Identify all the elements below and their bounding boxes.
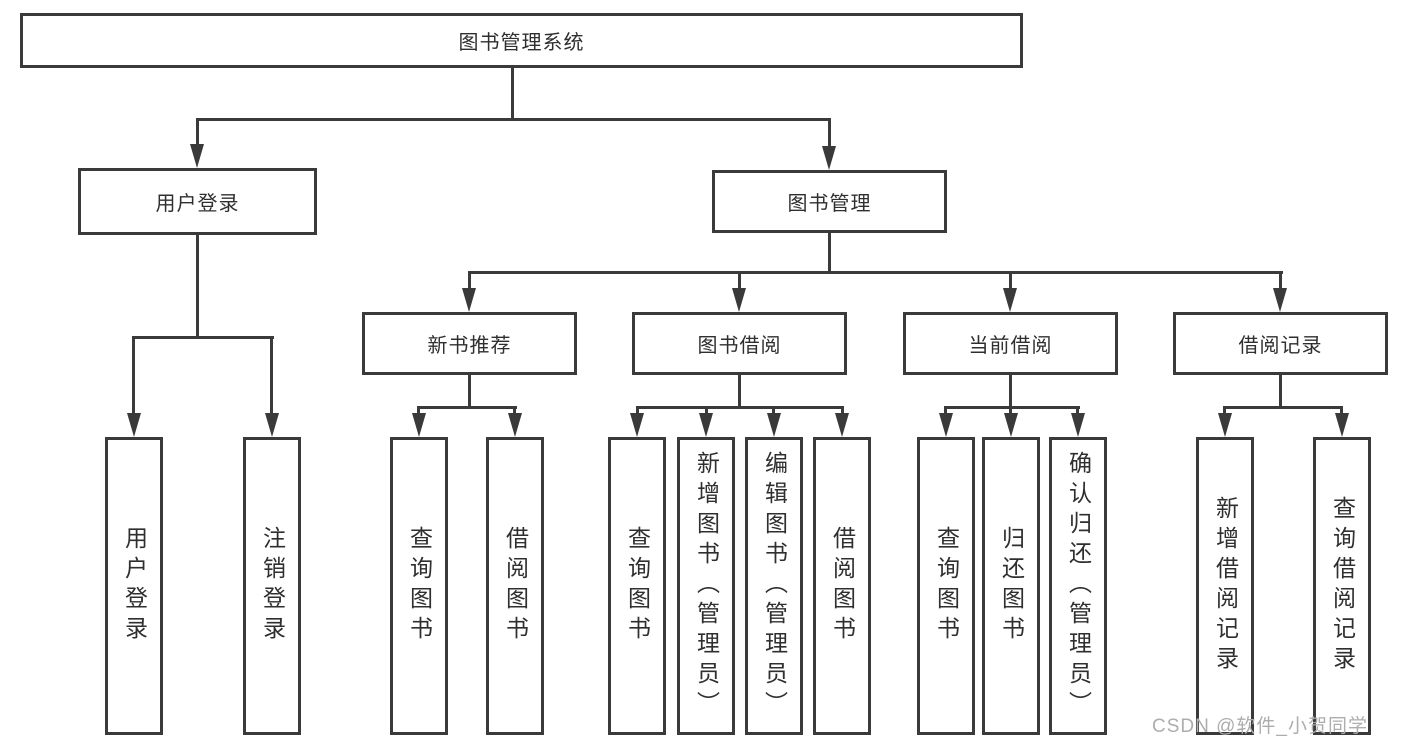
connector-current-hline: [944, 406, 1080, 409]
node-root: 图书管理系统: [20, 13, 1023, 68]
connector-recommend-drop-2: [513, 406, 516, 415]
arrowhead-leaf-add-record: [1218, 413, 1232, 437]
leaf-edit-book-admin: 编辑图书（管理员）: [745, 437, 803, 735]
leaf-add-book-admin: 新增图书（管理员）: [677, 437, 735, 735]
leaf-user-login-label: 用户登录: [121, 526, 148, 646]
leaf-query-book-recommend: 查询图书: [390, 437, 448, 735]
arrowhead-leaf-logout: [265, 413, 279, 437]
leaf-add-book-admin-label: 新增图书（管理员）: [693, 451, 720, 721]
leaf-return-book: 归还图书: [982, 437, 1040, 735]
connector-record-stem: [1279, 375, 1282, 409]
arrowhead-leaf-confirm-return: [1071, 413, 1085, 437]
connector-root-drop-left: [196, 118, 199, 146]
node-book-management: 图书管理: [712, 170, 947, 233]
connector-borrow-drop-3: [772, 406, 775, 415]
connector-login-drop-2: [270, 336, 273, 415]
node-book-borrow: 图书借阅: [632, 312, 847, 375]
leaf-query-book-borrow: 查询图书: [608, 437, 666, 735]
arrowhead-book-borrow: [732, 288, 746, 312]
leaf-add-borrow-record: 新增借阅记录: [1196, 437, 1254, 735]
node-book-management-label: 图书管理: [787, 193, 872, 215]
connector-mgmt-hline: [468, 271, 1283, 274]
leaf-borrow-book-label: 借阅图书: [829, 526, 856, 646]
leaf-user-login: 用户登录: [105, 437, 163, 735]
connector-borrow-stem: [738, 375, 741, 409]
node-borrow-record: 借阅记录: [1173, 312, 1388, 375]
node-new-book-recommend: 新书推荐: [362, 312, 577, 375]
connector-current-drop-1: [944, 406, 947, 415]
connector-mgmt-drop-2: [738, 271, 741, 290]
leaf-borrow-book-recommend: 借阅图书: [486, 437, 544, 735]
leaf-borrow-book-recommend-label: 借阅图书: [502, 526, 529, 646]
connector-record-hline: [1223, 406, 1343, 409]
connector-root-drop-right: [828, 118, 831, 148]
leaf-query-book-current-label: 查询图书: [933, 526, 960, 646]
node-user-login: 用户登录: [78, 168, 317, 235]
node-new-book-recommend-label: 新书推荐: [427, 335, 512, 357]
leaf-query-book-current: 查询图书: [917, 437, 975, 735]
connector-current-drop-2: [1009, 406, 1012, 415]
connector-root-stem: [511, 68, 514, 121]
arrowhead-leaf-return-book: [1004, 413, 1018, 437]
node-current-borrow-label: 当前借阅: [968, 335, 1053, 357]
arrowhead-leaf-user-login: [127, 413, 141, 437]
connector-borrow-drop-1: [636, 406, 639, 415]
arrowhead-book-management: [822, 146, 836, 170]
leaf-borrow-book: 借阅图书: [813, 437, 871, 735]
leaf-query-borrow-record: 查询借阅记录: [1313, 437, 1371, 735]
connector-recommend-drop-1: [417, 406, 420, 415]
connector-mgmt-drop-4: [1279, 271, 1282, 290]
arrowhead-leaf-borrow-recommend: [508, 413, 522, 437]
connector-record-drop-2: [1340, 406, 1343, 415]
arrowhead-leaf-query-borrow: [630, 413, 644, 437]
leaf-confirm-return-admin-label: 确认归还（管理员）: [1065, 451, 1092, 721]
leaf-query-borrow-record-label: 查询借阅记录: [1329, 496, 1356, 676]
connector-record-drop-1: [1223, 406, 1226, 415]
connector-login-drop-1: [132, 336, 135, 415]
leaf-add-borrow-record-label: 新增借阅记录: [1212, 496, 1239, 676]
node-root-label: 图书管理系统: [458, 32, 585, 54]
node-current-borrow: 当前借阅: [903, 312, 1118, 375]
connector-recommend-hline: [417, 406, 517, 409]
leaf-edit-book-admin-label: 编辑图书（管理员）: [761, 451, 788, 721]
leaf-query-book-borrow-label: 查询图书: [624, 526, 651, 646]
arrowhead-borrow-record: [1273, 288, 1287, 312]
connector-current-stem: [1009, 375, 1012, 409]
connector-mgmt-stem: [828, 233, 831, 274]
connector-borrow-hline: [636, 406, 844, 409]
arrowhead-leaf-edit-book: [767, 413, 781, 437]
leaf-logout-label: 注销登录: [259, 526, 286, 646]
arrowhead-leaf-borrow-book: [835, 413, 849, 437]
connector-borrow-drop-4: [841, 406, 844, 415]
leaf-confirm-return-admin: 确认归还（管理员）: [1049, 437, 1107, 735]
watermark: CSDN @软件_小贺同学: [1152, 716, 1368, 737]
leaf-return-book-label: 归还图书: [998, 526, 1025, 646]
arrowhead-leaf-query-record: [1335, 413, 1349, 437]
node-borrow-record-label: 借阅记录: [1238, 335, 1323, 357]
connector-borrow-drop-2: [705, 406, 708, 415]
arrowhead-leaf-query-current: [939, 413, 953, 437]
arrowhead-user-login: [190, 144, 204, 168]
node-book-borrow-label: 图书借阅: [697, 335, 782, 357]
arrowhead-current-borrow: [1003, 288, 1017, 312]
connector-login-hline: [132, 336, 274, 339]
arrowhead-leaf-add-book: [699, 413, 713, 437]
node-user-login-label: 用户登录: [155, 193, 240, 215]
connector-mgmt-drop-1: [468, 271, 471, 290]
leaf-query-book-recommend-label: 查询图书: [406, 526, 433, 646]
arrowhead-new-book-recommend: [462, 288, 476, 312]
connector-recommend-stem: [468, 375, 471, 409]
connector-login-stem: [196, 235, 199, 339]
connector-root-hline: [196, 118, 831, 121]
arrowhead-leaf-query-recommend: [412, 413, 426, 437]
connector-mgmt-drop-3: [1009, 271, 1012, 290]
connector-current-drop-3: [1076, 406, 1079, 415]
leaf-logout: 注销登录: [243, 437, 301, 735]
